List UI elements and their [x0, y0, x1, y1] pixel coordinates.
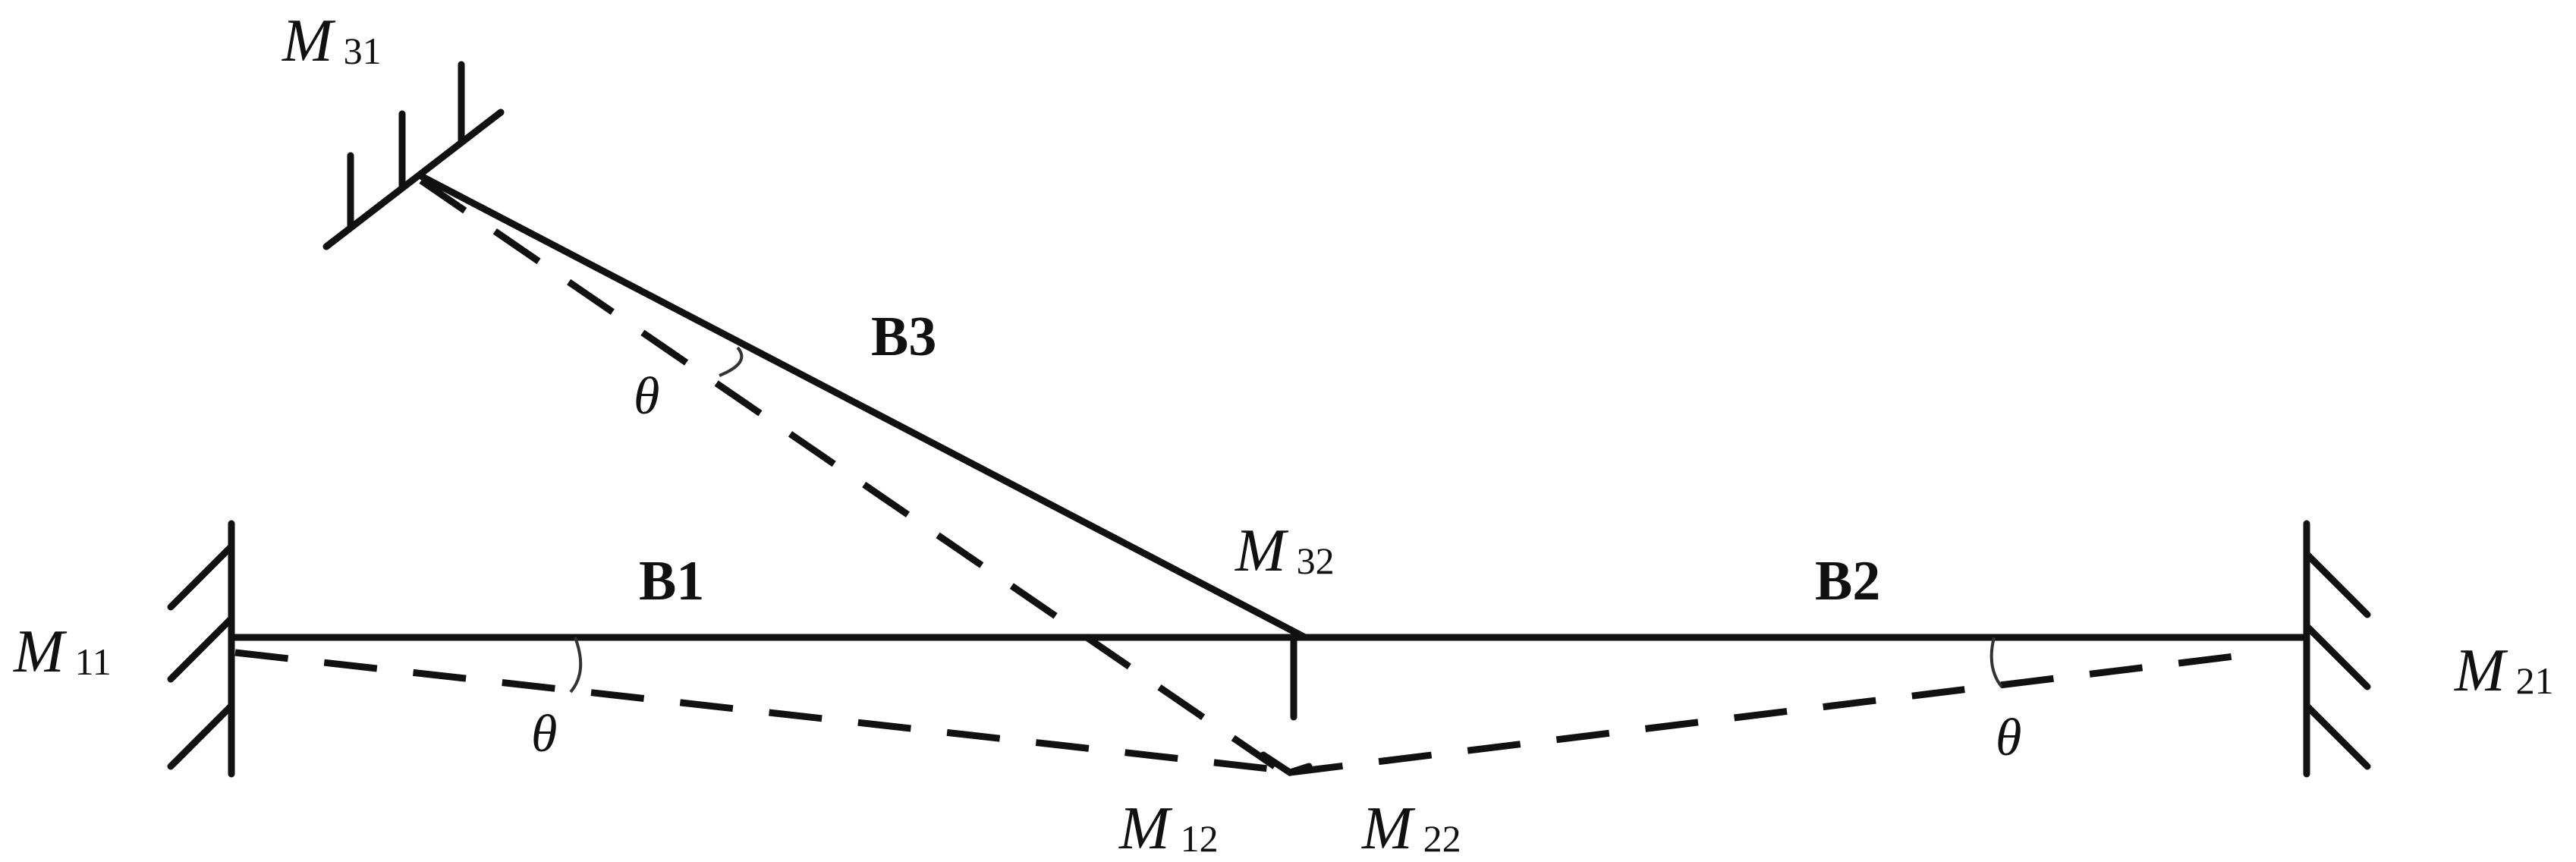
label-b1: B1 — [639, 550, 704, 612]
theta-label-b1: θ — [531, 705, 557, 763]
theta-label-b3: θ — [634, 367, 659, 426]
label-b2: B2 — [1815, 550, 1880, 612]
left-fixed-support — [167, 520, 235, 778]
deflected-b3 — [419, 178, 1277, 769]
deflected-b2 — [1289, 649, 2266, 776]
deflected-joint-mark — [1260, 751, 1313, 776]
right-fixed-support — [2303, 520, 2371, 778]
theta-arc-b2 — [1989, 637, 2003, 688]
deflected-b1 — [234, 649, 1283, 774]
top-fixed-support — [322, 61, 505, 250]
label-b3: B3 — [871, 306, 936, 368]
beam-b3 — [417, 172, 1309, 641]
theta-arc-b3 — [719, 346, 744, 377]
theta-label-b2: θ — [1996, 709, 2021, 767]
theta-arc-b1 — [569, 637, 583, 694]
